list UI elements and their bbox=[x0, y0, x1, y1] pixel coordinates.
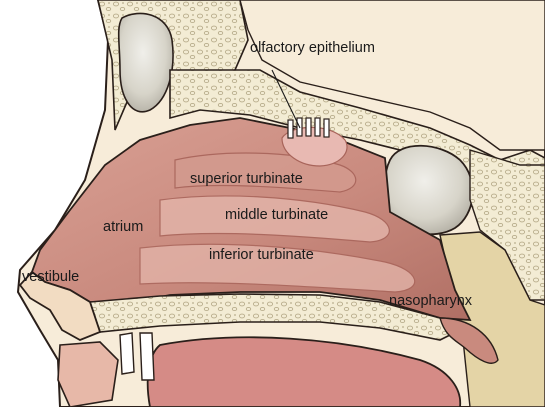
label-superior-turbinate: superior turbinate bbox=[190, 171, 303, 187]
label-atrium: atrium bbox=[103, 219, 143, 235]
label-nasopharynx: nasopharynx bbox=[389, 293, 473, 309]
label-olfactory-epithelium: olfactory epithelium bbox=[250, 40, 375, 56]
label-vestibule: vestibule bbox=[22, 269, 79, 285]
label-middle-turbinate: middle turbinate bbox=[225, 207, 328, 223]
label-inferior-turbinate: inferior turbinate bbox=[209, 247, 314, 263]
lower-lip bbox=[58, 342, 118, 407]
